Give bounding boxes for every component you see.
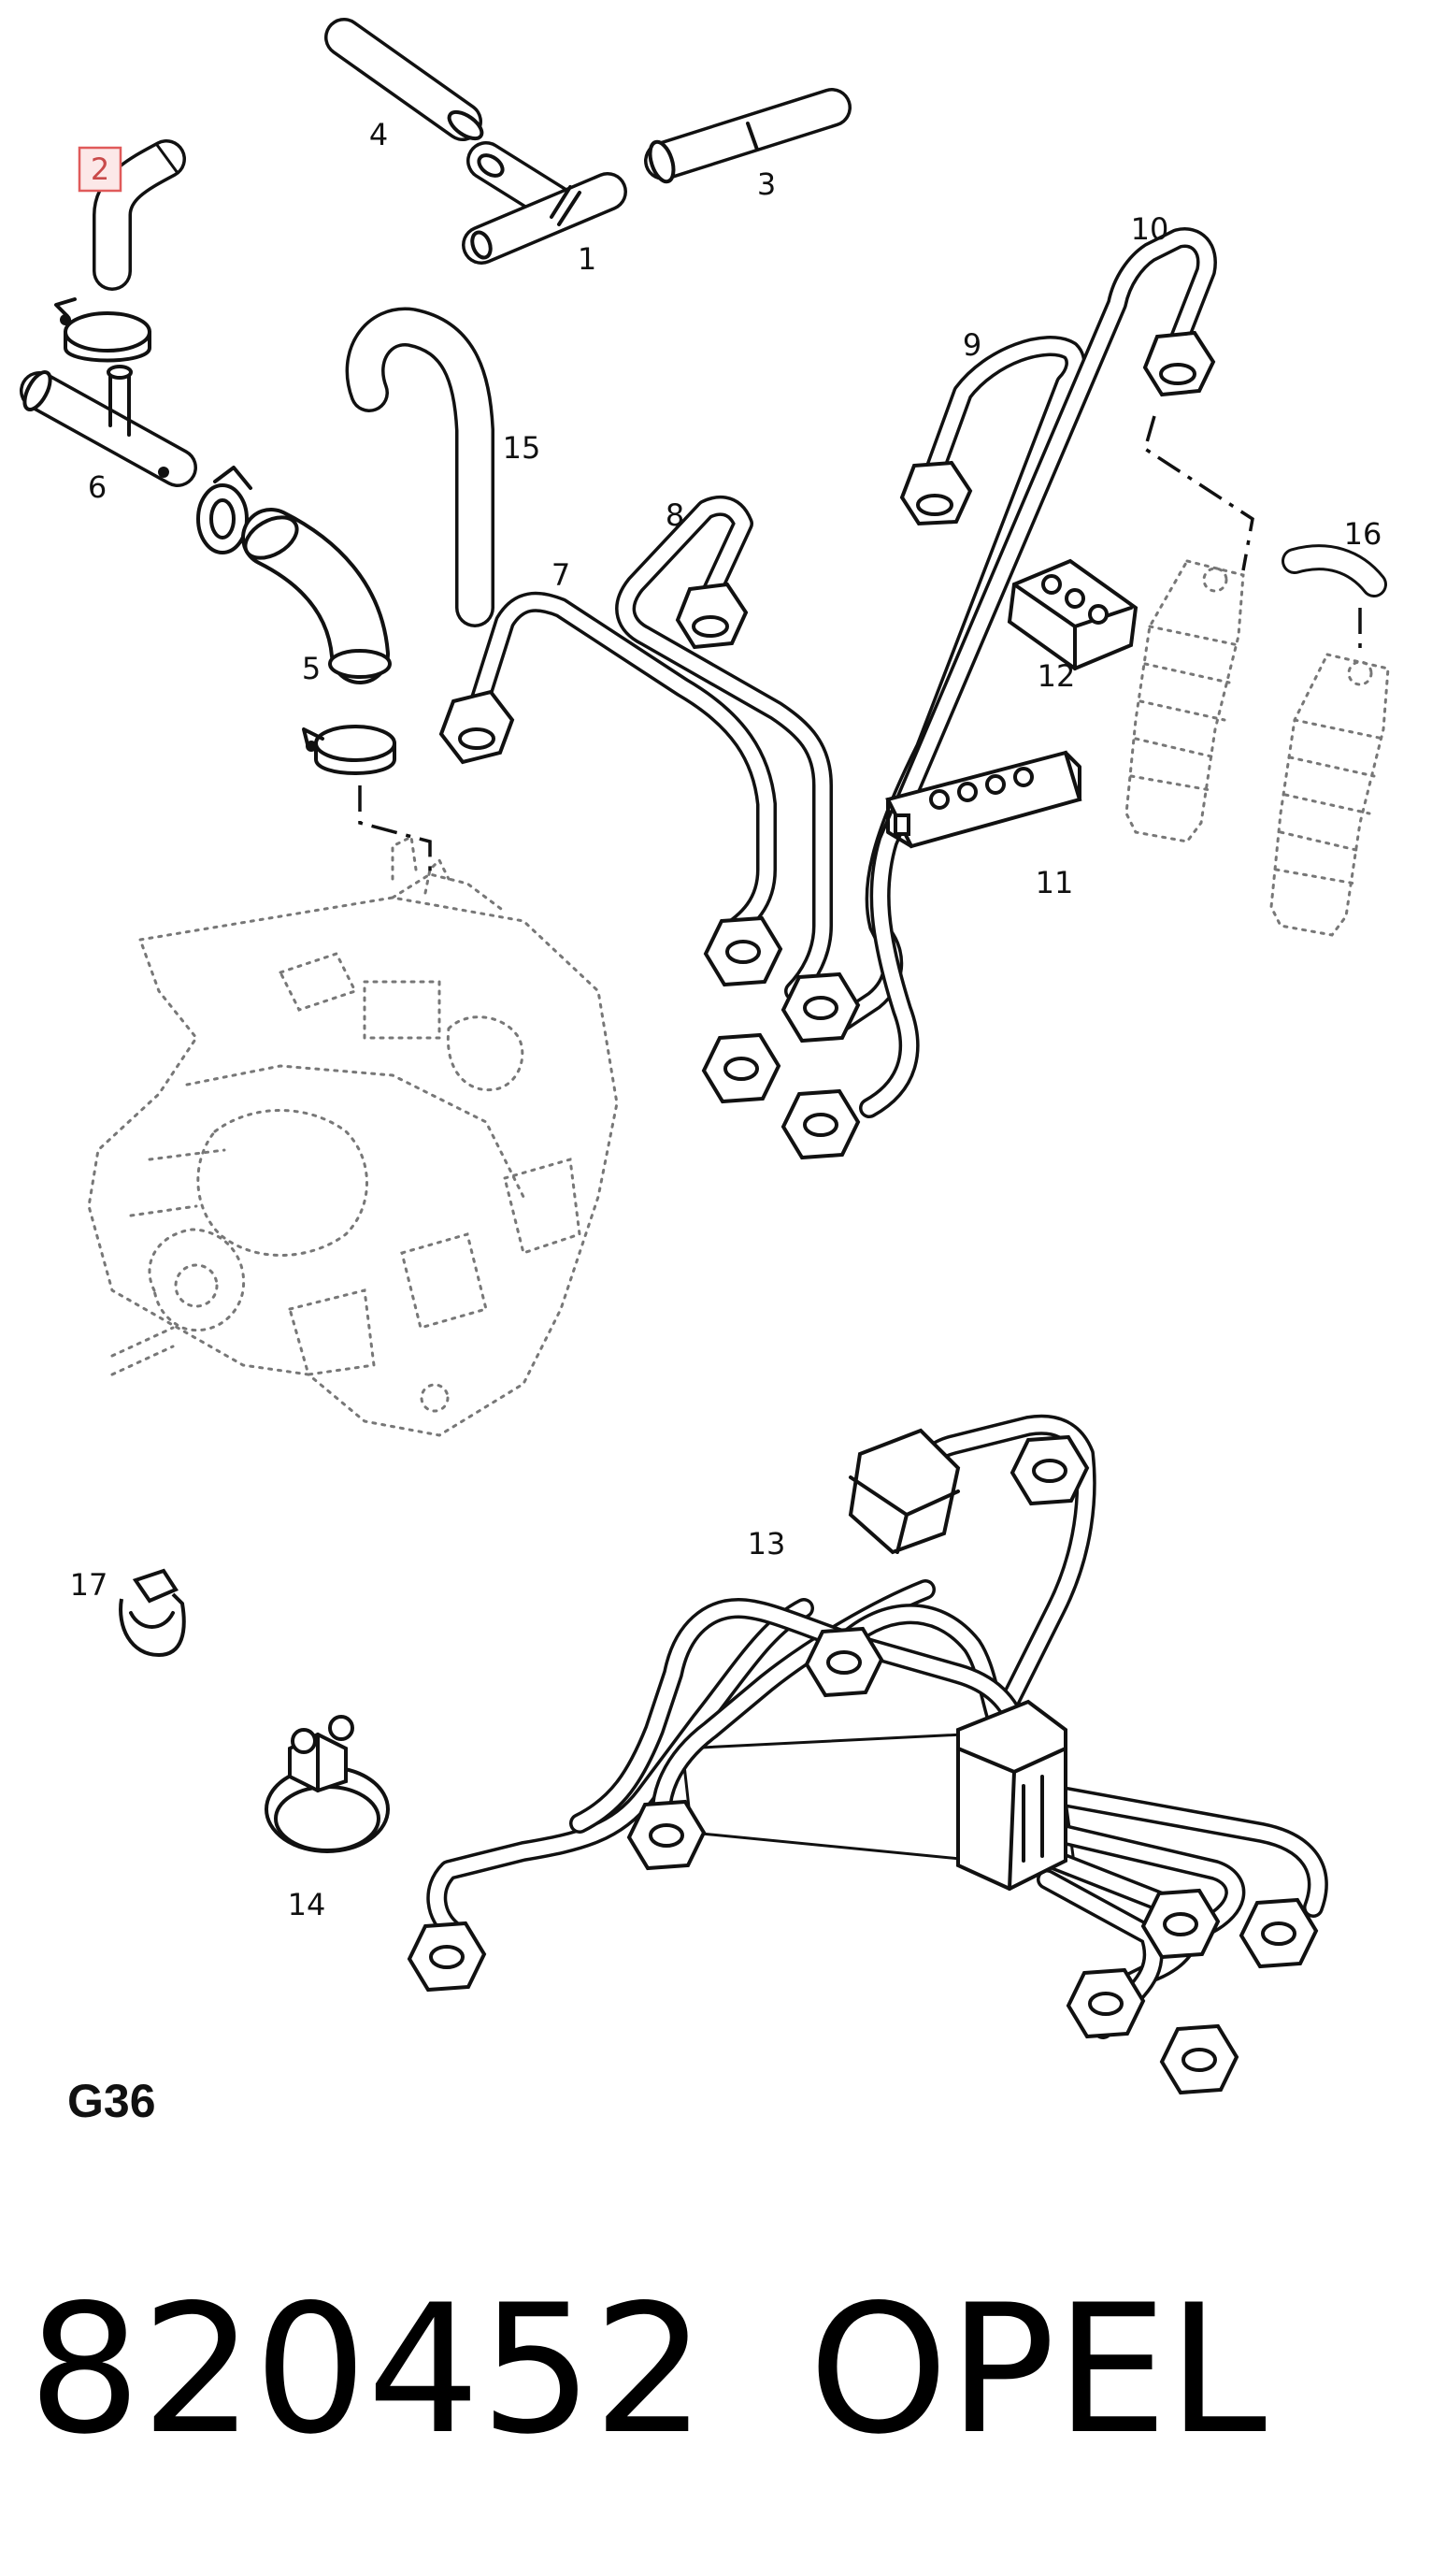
callout-13[interactable]: 13	[748, 1526, 786, 1561]
pipe-nut	[1066, 1967, 1146, 2039]
part-5-hose[interactable]	[238, 508, 392, 684]
callout-9[interactable]: 9	[963, 327, 981, 363]
callout-8[interactable]: 8	[666, 497, 684, 533]
part-16-return-hose[interactable]	[1282, 544, 1387, 597]
part-2-hose[interactable]	[54, 139, 186, 363]
leader-part-10-to-injector	[1142, 415, 1254, 571]
hose-clamp-small[interactable]	[196, 466, 252, 554]
fuel-injector	[1269, 653, 1390, 937]
callout-10[interactable]: 10	[1131, 211, 1169, 247]
part-10-injection-pipe[interactable]	[859, 227, 1217, 1118]
injection-pump-outline	[87, 834, 619, 1437]
pipe-nut	[1140, 1888, 1221, 1960]
part-8-injection-pipe[interactable]	[615, 495, 833, 1001]
callout-2[interactable]: 2	[91, 151, 109, 187]
callout-1[interactable]: 1	[578, 241, 596, 277]
pipe-nut	[1142, 330, 1216, 397]
pipe-nut	[1159, 2023, 1239, 2095]
callout-16[interactable]: 16	[1344, 516, 1382, 552]
brand-name: OPEL	[809, 2267, 1267, 2473]
callout-11[interactable]: 11	[1036, 865, 1074, 900]
part-number: 820452	[28, 2267, 706, 2473]
callout-15[interactable]: 15	[503, 430, 541, 466]
pipe-nut	[899, 460, 973, 526]
leader-part-5-to-pump	[358, 785, 432, 879]
pipe-nut	[703, 915, 783, 987]
part-17-clip[interactable]	[119, 1568, 186, 1658]
pipe-nut	[407, 1921, 487, 1993]
part-11-bracket[interactable]	[885, 750, 1082, 849]
fuel-injector	[1124, 559, 1245, 843]
callout-5[interactable]: 5	[302, 651, 321, 686]
highlighted-callout-box	[78, 146, 122, 193]
callout-17[interactable]: 17	[70, 1567, 108, 1603]
part-12-bracket[interactable]	[1007, 558, 1138, 671]
pipe-nut	[1239, 1897, 1319, 1969]
callout-14[interactable]: 14	[288, 1887, 326, 1922]
callout-4[interactable]: 4	[369, 117, 388, 152]
pipe-nut	[780, 1088, 861, 1160]
pipe-nut	[780, 971, 861, 1043]
callout-12[interactable]: 12	[1038, 658, 1076, 694]
pipe-nut	[701, 1032, 781, 1104]
pipe-nut	[438, 689, 515, 765]
part-4-pipe[interactable]	[324, 18, 486, 144]
pipe-nut	[626, 1799, 707, 1871]
figure-code: G36	[67, 2075, 156, 2127]
part-3-sleeve[interactable]	[644, 88, 852, 184]
pipe-nut	[675, 582, 749, 650]
part-1-t-connector[interactable]	[462, 141, 627, 265]
part-14-hose-clamp[interactable]	[265, 1715, 390, 1853]
callout-6[interactable]: 6	[88, 469, 107, 505]
part-7-injection-pipe[interactable]	[466, 591, 777, 945]
pipe-nut	[804, 1626, 884, 1698]
hose-clamp-under-part-5[interactable]	[302, 725, 396, 775]
part-6-t-connector[interactable]	[20, 365, 197, 487]
part-15-hose[interactable]	[345, 307, 494, 627]
pipe-nut	[1010, 1434, 1090, 1506]
callout-7[interactable]: 7	[551, 557, 570, 593]
callout-3[interactable]: 3	[757, 166, 776, 202]
